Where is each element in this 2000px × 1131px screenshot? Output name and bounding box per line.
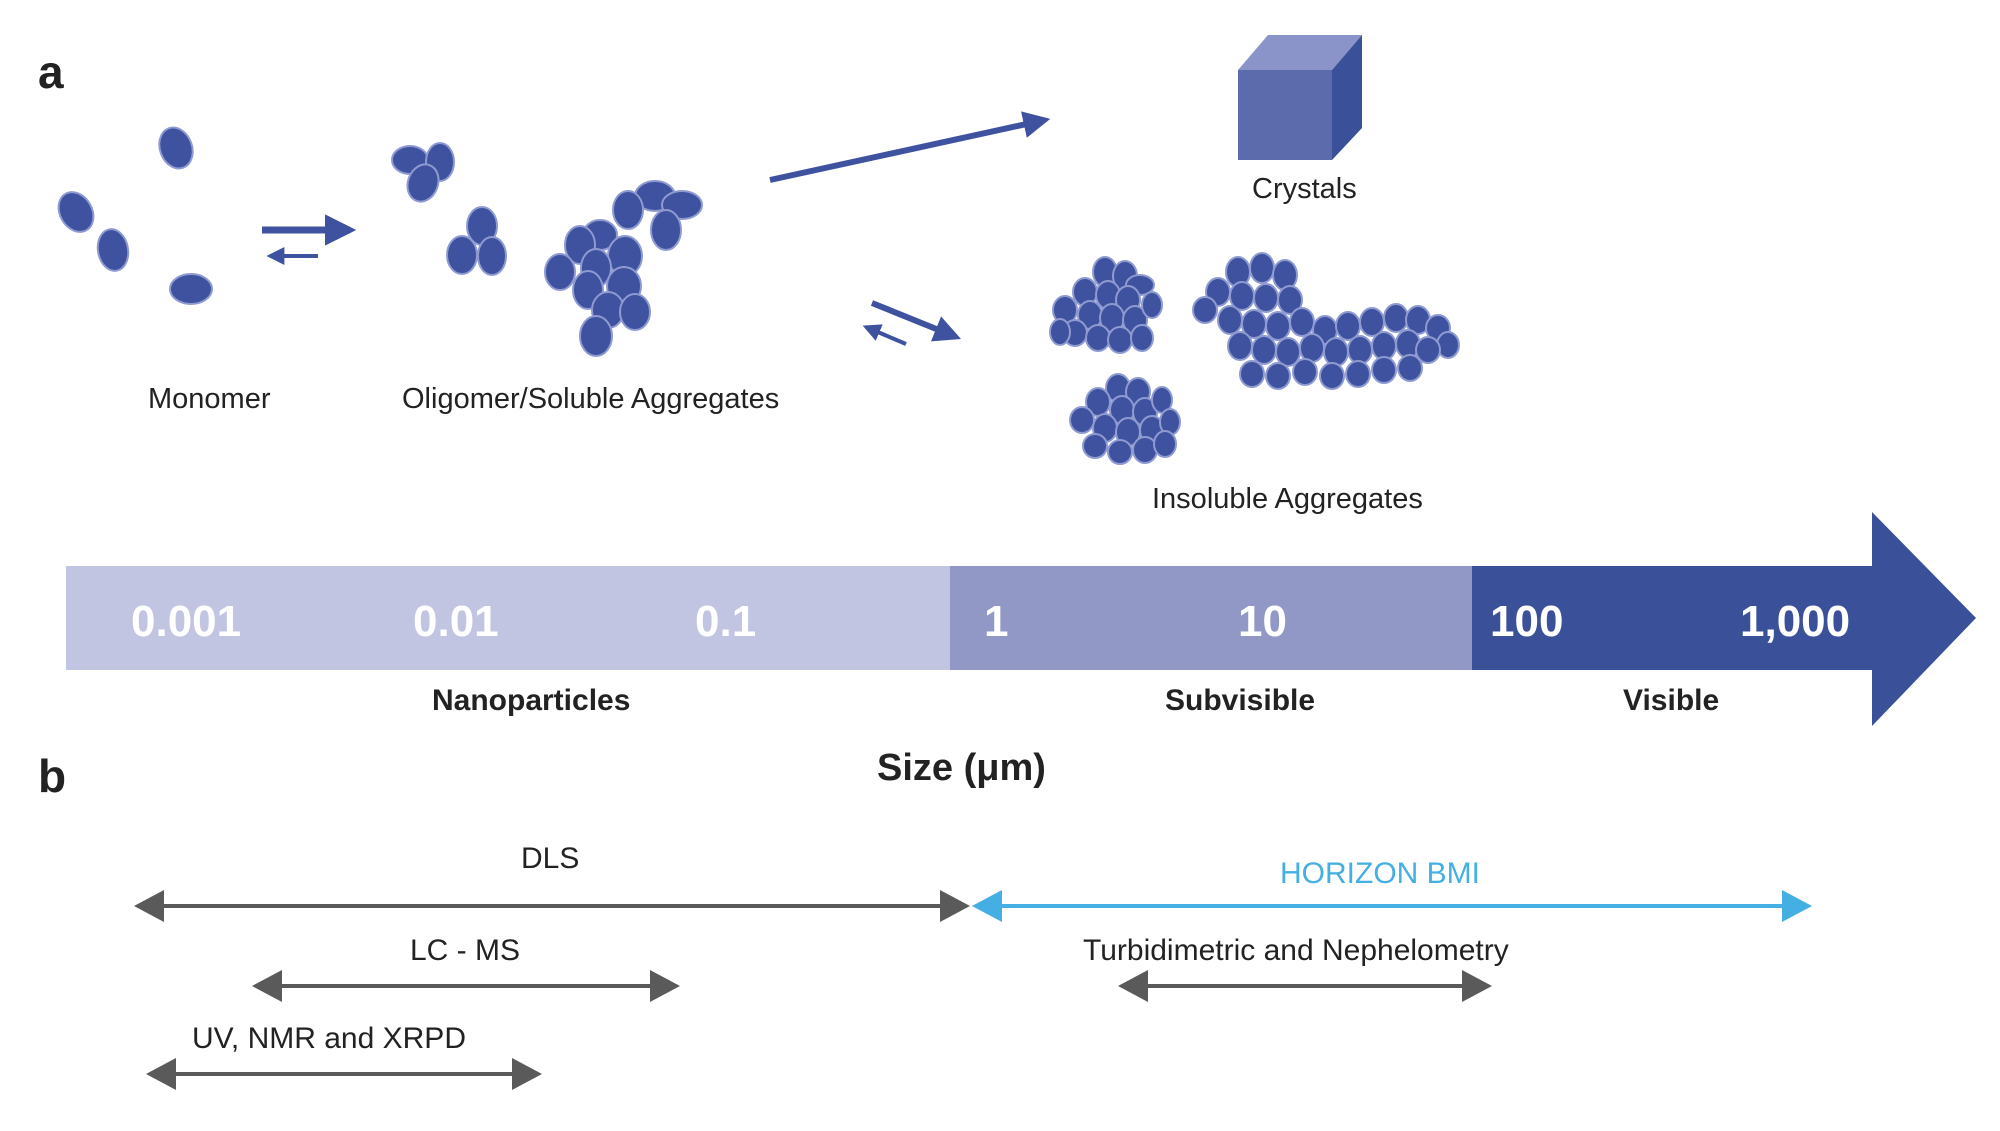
scale-band-visible [1472, 566, 1874, 670]
category-visible: Visible [1623, 684, 1719, 717]
scale-tick: 0.001 [131, 597, 241, 646]
technique-label-lc-ms: LC - MS [410, 934, 520, 967]
insoluble-aggregates [1049, 252, 1460, 465]
insoluble-cluster-small [1049, 256, 1163, 354]
scale-tick: 1,000 [1740, 597, 1850, 646]
scale-tick: 1 [984, 597, 1008, 646]
arrowhead [1118, 970, 1148, 1002]
soluble-aggregate-cluster [544, 180, 703, 357]
size-axis-label: Size (μm) [877, 747, 1046, 789]
scale-band-subvisible [950, 566, 1474, 670]
technique-lc-ms: LC - MS [252, 934, 680, 1002]
monomer-particle [57, 191, 95, 233]
arrowhead [134, 890, 164, 922]
arrowhead [1782, 890, 1812, 922]
arrowhead [972, 890, 1002, 922]
arrowhead [512, 1058, 542, 1090]
crystal-cube [1238, 35, 1362, 160]
monomer-particle [96, 228, 130, 272]
scale-tick: 100 [1490, 597, 1563, 646]
crystals-label: Crystals [1252, 173, 1357, 205]
monomer-label: Monomer [148, 383, 271, 415]
scale-arrow-head [1872, 512, 1976, 726]
technique-turbidimetric: Turbidimetric and Nephelometry [1083, 934, 1509, 1002]
technique-horizon-bmi: HORIZON BMI [972, 857, 1812, 922]
technique-dls: DLS [134, 842, 970, 922]
technique-label-horizon-bmi: HORIZON BMI [1280, 857, 1480, 890]
technique-uv-nmr-xrpd: UV, NMR and XRPD [146, 1022, 542, 1090]
technique-label-dls: DLS [521, 842, 579, 875]
insoluble-cluster-large [1192, 252, 1460, 390]
arrowhead [146, 1058, 176, 1090]
scale-tick: 0.01 [413, 597, 499, 646]
arrowhead [1462, 970, 1492, 1002]
oligomer-label: Oligomer/Soluble Aggregates [402, 383, 779, 415]
technique-label-uv-nmr-xrpd: UV, NMR and XRPD [192, 1022, 466, 1055]
monomer-particle [158, 126, 194, 170]
panel-label-b: b [38, 750, 66, 802]
category-subvisible: Subvisible [1165, 684, 1315, 717]
equilibrium-arrows-monomer-oligomer [262, 214, 357, 265]
monomer-particle [169, 273, 213, 305]
scale-tick: 0.1 [695, 597, 756, 646]
panel-label-a: a [38, 46, 64, 98]
insoluble-cluster-bottom [1069, 373, 1181, 465]
scale-band-nanoparticles [66, 566, 952, 670]
arrowhead [940, 890, 970, 922]
equilibrium-arrows-oligomer-insoluble [862, 300, 962, 346]
insoluble-label: Insoluble Aggregates [1152, 483, 1423, 515]
technique-label-turbidimetric: Turbidimetric and Nephelometry [1083, 934, 1509, 967]
oligomer-particles [391, 142, 507, 276]
scale-tick: 10 [1238, 597, 1287, 646]
arrowhead [650, 970, 680, 1002]
monomer-particles [57, 126, 213, 305]
category-nanoparticles: Nanoparticles [432, 684, 630, 717]
arrow-to-crystals [769, 111, 1051, 183]
arrowhead [252, 970, 282, 1002]
size-scale-arrow [66, 512, 1976, 726]
